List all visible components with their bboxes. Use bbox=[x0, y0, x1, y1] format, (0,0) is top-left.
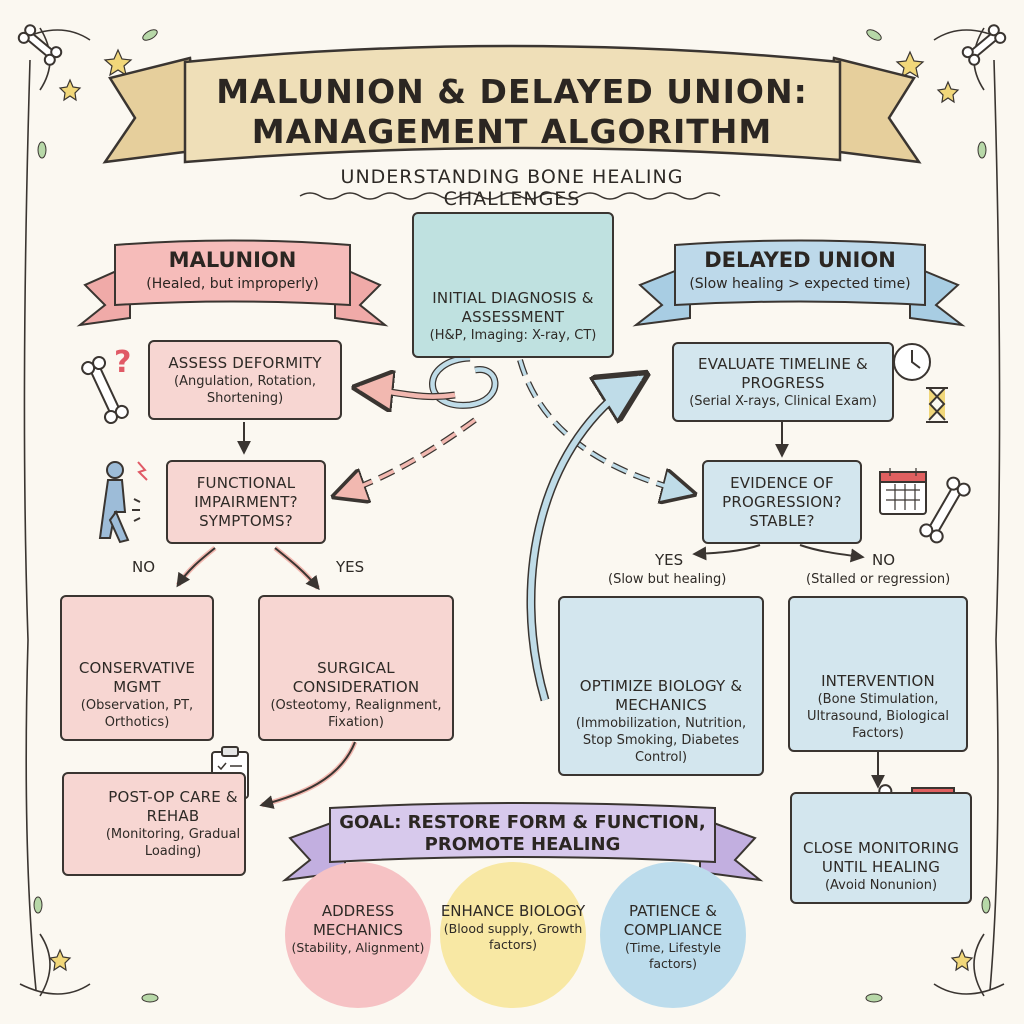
hourglass-icon bbox=[926, 387, 948, 423]
pillar-address-mechanics-subtitle: (Stability, Alignment) bbox=[291, 940, 425, 955]
malunion-banner-subtitle: (Healed, but improperly) bbox=[146, 276, 319, 292]
malunion-arrows bbox=[175, 422, 358, 809]
svg-text:?: ? bbox=[114, 345, 131, 380]
post-op-care-box: POST-OP CARE & REHAB (Monitoring, Gradua… bbox=[62, 772, 246, 876]
evaluate-timeline-title: EVALUATE TIMELINE & PROGRESS bbox=[698, 354, 868, 392]
delayed-banner-subtitle: (Slow healing > expected time) bbox=[689, 276, 911, 292]
conservative-mgmt-title: CONSERVATIVE MGMT bbox=[78, 659, 196, 696]
surgical-consideration-box: SURGICAL CONSIDERATION (Osteotomy, Reali… bbox=[258, 595, 454, 741]
close-monitoring-title: CLOSE MONITORING UNTIL HEALING bbox=[802, 839, 960, 876]
malunion-yes-label: YES bbox=[336, 558, 365, 576]
conservative-mgmt-subtitle: (Observation, PT, Orthotics) bbox=[80, 698, 194, 730]
intervention-box: INTERVENTION (Bone Stimulation, Ultrasou… bbox=[788, 596, 968, 752]
close-monitoring-subtitle: (Avoid Nonunion) bbox=[824, 878, 938, 893]
delayed-arrows bbox=[692, 422, 885, 789]
page-subtitle: UNDERSTANDING BONE HEALING CHALLENGES bbox=[340, 166, 684, 210]
malunion-no-label: NO bbox=[132, 558, 156, 576]
goal-banner-shape bbox=[281, 802, 764, 882]
initial-diagnosis-title: INITIAL DIAGNOSIS & ASSESSMENT bbox=[432, 289, 594, 326]
goal-line2: PROMOTE HEALING bbox=[424, 834, 621, 855]
optimize-biology-title: OPTIMIZE BIOLOGY & MECHANICS bbox=[579, 677, 743, 714]
surgical-consideration-subtitle: (Osteotomy, Realignment, Fixation) bbox=[270, 698, 442, 730]
pillar-patience-compliance-subtitle: (Time, Lifestyle factors) bbox=[625, 940, 721, 971]
pillar-patience-compliance-title: PATIENCE & COMPLIANCE bbox=[623, 902, 723, 939]
delayed-banner-title: DELAYED UNION bbox=[704, 248, 896, 272]
initial-diagnosis-subtitle: (H&P, Imaging: X-ray, CT) bbox=[429, 328, 597, 343]
surgical-consideration-title: SURGICAL CONSIDERATION bbox=[292, 659, 420, 696]
functional-impairment-title: FUNCTIONAL IMPAIRMENT? SYMPTOMS? bbox=[194, 473, 298, 530]
functional-impairment-box: FUNCTIONAL IMPAIRMENT? SYMPTOMS? bbox=[166, 460, 326, 544]
goal-line1: GOAL: RESTORE FORM & FUNCTION, bbox=[339, 812, 706, 833]
pillar-enhance-biology-title: ENHANCE BIOLOGY bbox=[440, 902, 586, 920]
calendar-icon bbox=[879, 468, 927, 515]
optimize-biology-subtitle: (Immobilization, Nutrition, Stop Smoking… bbox=[575, 716, 747, 765]
optimize-biology-box: OPTIMIZE BIOLOGY & MECHANICS (Immobiliza… bbox=[558, 596, 764, 776]
corner-bone-icons bbox=[17, 24, 1007, 66]
evidence-progression-box: EVIDENCE OF PROGRESSION? STABLE? bbox=[702, 460, 862, 544]
pillar-enhance-biology: ENHANCE BIOLOGY (Blood supply, Growth fa… bbox=[440, 862, 586, 1008]
evaluate-timeline-box: EVALUATE TIMELINE & PROGRESS (Serial X-r… bbox=[672, 342, 894, 422]
conservative-mgmt-box: CONSERVATIVE MGMT (Observation, PT, Orth… bbox=[60, 595, 214, 741]
clock-icon bbox=[893, 343, 931, 381]
assess-deformity-subtitle: (Angulation, Rotation, Shortening) bbox=[174, 373, 316, 406]
page-title-line1: MALUNION & DELAYED UNION: bbox=[216, 72, 808, 111]
pillar-patience-compliance: PATIENCE & COMPLIANCE (Time, Lifestyle f… bbox=[600, 862, 746, 1008]
delayed-banner-shape bbox=[632, 239, 966, 327]
initial-diagnosis-box: INITIAL DIAGNOSIS & ASSESSMENT (H&P, Ima… bbox=[412, 212, 614, 358]
star-icons bbox=[48, 48, 974, 972]
evidence-progression-title: EVIDENCE OF PROGRESSION? STABLE? bbox=[722, 473, 842, 530]
malunion-banner-shape bbox=[76, 239, 389, 327]
center-connectors bbox=[338, 354, 690, 702]
assess-deformity-title: ASSESS DEFORMITY bbox=[168, 353, 322, 372]
close-monitoring-box: CLOSE MONITORING UNTIL HEALING (Avoid No… bbox=[790, 792, 972, 904]
intervention-subtitle: (Bone Stimulation, Ultrasound, Biologica… bbox=[807, 692, 949, 741]
pillar-enhance-biology-subtitle: (Blood supply, Growth factors) bbox=[443, 921, 583, 952]
pillar-address-mechanics-title: ADDRESS MECHANICS bbox=[312, 902, 404, 939]
delayed-no-label: NO bbox=[872, 551, 896, 569]
delayed-no-sublabel: (Stalled or regression) bbox=[806, 572, 951, 587]
delayed-yes-sublabel: (Slow but healing) bbox=[608, 572, 727, 587]
bone-icon-evidence bbox=[919, 476, 971, 544]
malunion-banner-title: MALUNION bbox=[168, 248, 297, 272]
walking-person-icon bbox=[98, 461, 130, 544]
page-title-line2: MANAGEMENT ALGORITHM bbox=[251, 112, 773, 151]
delayed-yes-label: YES bbox=[655, 551, 684, 569]
intervention-title: INTERVENTION bbox=[821, 672, 935, 690]
assess-deformity-box: ASSESS DEFORMITY (Angulation, Rotation, … bbox=[148, 340, 342, 420]
bone-question-icon bbox=[81, 355, 129, 425]
post-op-care-title: POST-OP CARE & REHAB bbox=[108, 788, 238, 825]
post-op-care-subtitle: (Monitoring, Gradual Loading) bbox=[105, 827, 241, 859]
title-scroll bbox=[102, 44, 922, 200]
pillar-address-mechanics: ADDRESS MECHANICS (Stability, Alignment) bbox=[285, 862, 431, 1008]
evaluate-timeline-subtitle: (Serial X-rays, Clinical Exam) bbox=[689, 393, 877, 409]
leaf-decorations bbox=[33, 29, 991, 1003]
